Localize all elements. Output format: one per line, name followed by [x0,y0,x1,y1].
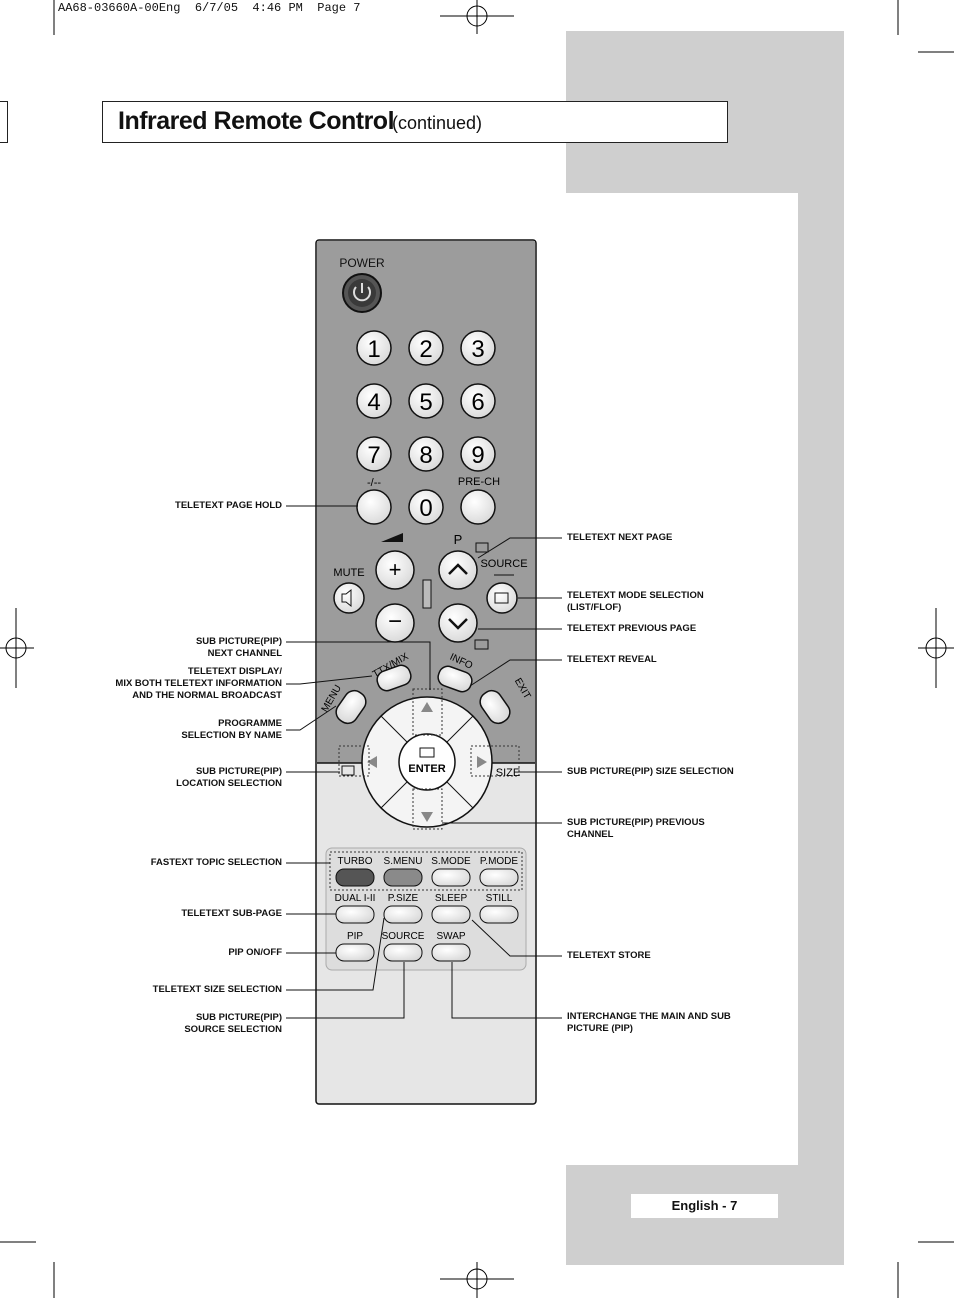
digit-label: 4 [367,389,380,416]
title-box [102,101,728,143]
digit-button-4 [356,383,392,419]
button-label: S.MENU [384,856,423,867]
callout-teletext-sub-page: TELETEXT SUB-PAGE [181,908,282,919]
digit-button-2 [408,330,444,366]
digit-label: 5 [419,389,432,416]
svg-text:−: − [388,608,402,635]
channel-down-icon [448,618,468,630]
digit-label: 3 [471,336,484,363]
button-label: P.MODE [480,856,518,867]
callout-teletext-previous-page: TELETEXT PREVIOUS PAGE [567,623,697,634]
page-number: English - 7 [671,1198,738,1213]
callout-fastext-topic: FASTEXT TOPIC SELECTION [150,857,282,868]
callout-pip-location: SUB PICTURE(PIP)LOCATION SELECTION [176,766,282,789]
digit-label: 0 [419,495,432,522]
number-keypad: 1 2 3 4 5 6 7 8 9 0 [356,330,496,525]
callout-pip-onoff: PIP ON/OFF [228,947,282,958]
button-label: TURBO [338,856,373,867]
callout-teletext-mode: TELETEXT MODE SELECTION(LIST/FLOF) [567,590,704,613]
digit-button-3 [460,330,496,366]
digit-label: 7 [367,442,380,469]
callout-teletext-store: TELETEXT STORE [567,950,651,961]
callout-teletext-next-page: TELETEXT NEXT PAGE [567,532,673,543]
channel-up-icon [448,563,468,575]
svg-text:MUTE: MUTE [333,567,364,579]
digit-label: 6 [471,389,484,416]
digit-button-9 [460,436,496,472]
digit-label: 9 [471,442,484,469]
button-label: SWAP [436,931,465,942]
button-label: SLEEP [435,893,468,904]
callout-teletext-page-hold: TELETEXT PAGE HOLD [175,500,282,511]
power-icon [353,286,371,302]
digit-button-5 [408,383,444,419]
digit-button-0 [408,489,444,525]
footer-box [631,1194,778,1218]
callout-teletext-size: TELETEXT SIZE SELECTION [152,984,282,995]
callout-teletext-display: TELETEXT DISPLAY/MIX BOTH TELETEXT INFOR… [115,666,282,701]
button-label: STILL [486,893,513,904]
power-label: POWER [339,256,385,270]
digit-label: 8 [419,442,432,469]
button-label: PIP [347,931,363,942]
mute-icon [341,588,352,608]
digit-button-6 [460,383,496,419]
svg-text:PRE-CH: PRE-CH [458,476,500,488]
enter-label: ENTER [408,763,445,775]
page-edge-tab [0,101,8,143]
callout-pip-source: SUB PICTURE(PIP)SOURCE SELECTION [184,1012,282,1035]
page-title-sub: (continued) [392,113,483,133]
digit-label: 1 [367,336,380,363]
svg-text:SIZE: SIZE [496,767,520,779]
callout-sub-picture-next-channel: SUB PICTURE(PIP)NEXT CHANNEL [195,636,282,659]
svg-text:-/--: -/-- [367,477,381,489]
callout-teletext-reveal: TELETEXT REVEAL [567,654,657,665]
svg-text:+: + [389,557,402,582]
digit-button-8 [408,436,444,472]
digit-button-1 [356,330,392,366]
page-title: Infrared Remote Control [118,107,395,135]
digit-label: 2 [419,336,432,363]
callout-pip-size: SUB PICTURE(PIP) SIZE SELECTION [567,766,734,777]
button-label: SOURCE [382,931,425,942]
svg-text:P: P [454,532,463,547]
button-label: DUAL I-II [335,893,376,904]
button-label: S.MODE [431,856,471,867]
prech-button [460,489,496,525]
gray-band-right [798,193,844,1165]
svg-text:SOURCE: SOURCE [480,558,527,570]
print-header: AA68-03660A-00Eng 6/7/05 4:46 PM Page 7 [58,1,361,15]
button-label: P.SIZE [388,893,419,904]
digit-button-7 [356,436,392,472]
dash-button [356,489,392,525]
